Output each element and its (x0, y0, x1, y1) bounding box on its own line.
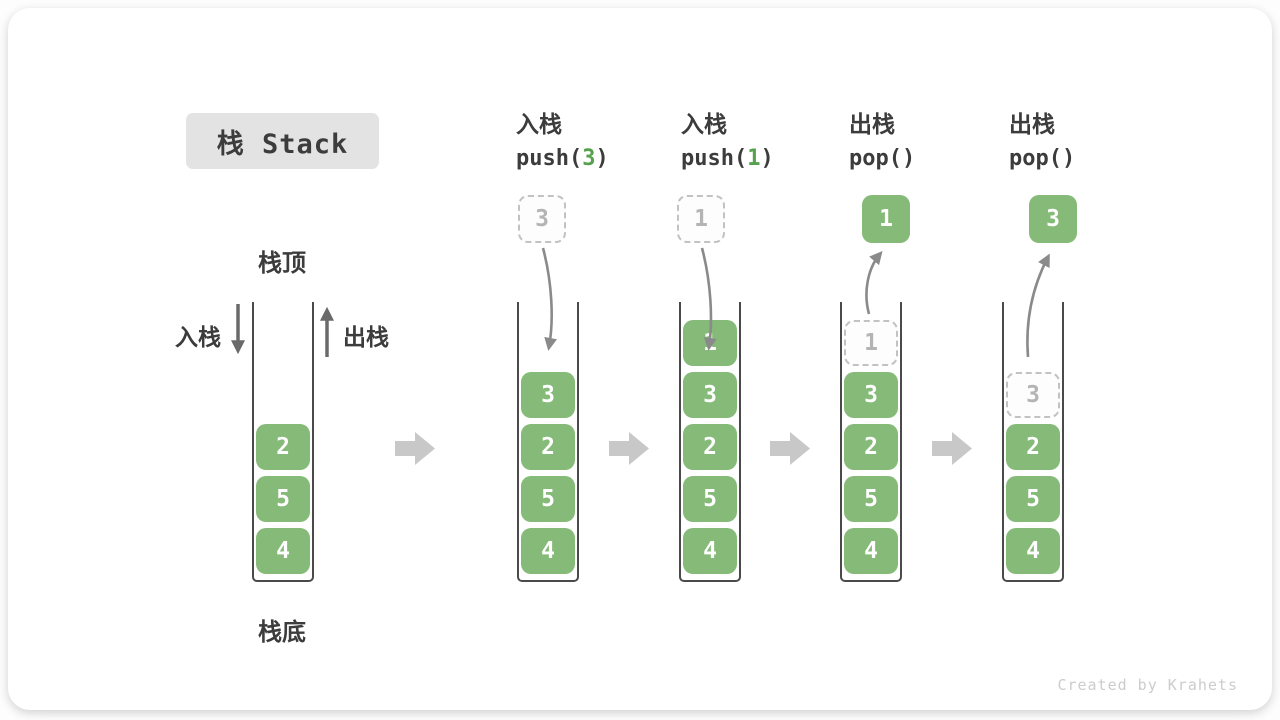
stack-cell: 5 (521, 476, 575, 522)
stack-cell: 5 (1006, 476, 1060, 522)
stack-cell: 5 (256, 476, 310, 522)
stack-cell: 2 (1006, 424, 1060, 470)
stack-cell: 2 (521, 424, 575, 470)
stage-header-pop-3: 出栈 pop() (1009, 105, 1075, 171)
stack-cell: 4 (1006, 528, 1060, 574)
stack-cell: 3 (844, 372, 898, 418)
stage-code-label: pop() (1009, 146, 1076, 171)
stack-cell: 3 (683, 372, 737, 418)
stack-cell: 4 (256, 528, 310, 574)
stack-after-pop-3: 3 2 5 4 (1002, 302, 1064, 582)
ghost-cell: 3 (1006, 372, 1060, 418)
stack-top-label: 栈顶 (258, 250, 306, 277)
stack-cell: 3 (521, 372, 575, 418)
stage-op-label: 出栈 (849, 111, 895, 137)
stage-code-label: pop() (849, 146, 916, 171)
stage-header-push-3: 入栈 push(3) (516, 105, 609, 171)
incoming-value-box: 1 (677, 195, 725, 243)
stack-cell: 5 (844, 476, 898, 522)
stage-op-label: 出栈 (1009, 111, 1055, 137)
pop-side-label: 出栈 (343, 324, 389, 350)
stack-cell: 4 (521, 528, 575, 574)
stage-code-label: push(1) (681, 146, 774, 171)
stage-code-label: push(3) (516, 146, 609, 171)
stack-initial: 2 5 4 (252, 302, 314, 582)
stack-after-push-1: 1 3 2 5 4 (679, 302, 741, 582)
stage-header-pop-1: 出栈 pop() (849, 105, 915, 171)
stage-op-label: 入栈 (516, 111, 562, 137)
stack-cell: 4 (844, 528, 898, 574)
stack-cell: 2 (844, 424, 898, 470)
stack-cell: 4 (683, 528, 737, 574)
watermark: Created by Krahets (1057, 676, 1238, 694)
stack-after-push-3: 3 2 5 4 (517, 302, 579, 582)
stack-after-pop-1: 1 3 2 5 4 (840, 302, 902, 582)
stack-bottom-label: 栈底 (258, 619, 306, 646)
stage-op-label: 入栈 (681, 111, 727, 137)
stack-cell: 2 (256, 424, 310, 470)
incoming-value-box: 3 (518, 195, 566, 243)
stack-cell: 2 (683, 424, 737, 470)
popped-value-box: 3 (1029, 195, 1077, 243)
stack-cell: 5 (683, 476, 737, 522)
stack-cell: 1 (683, 320, 737, 366)
stage-header-push-1: 入栈 push(1) (681, 105, 774, 171)
ghost-cell: 1 (844, 320, 898, 366)
push-side-label: 入栈 (175, 324, 221, 350)
popped-value-box: 1 (862, 195, 910, 243)
title-badge: 栈 Stack (186, 113, 379, 169)
